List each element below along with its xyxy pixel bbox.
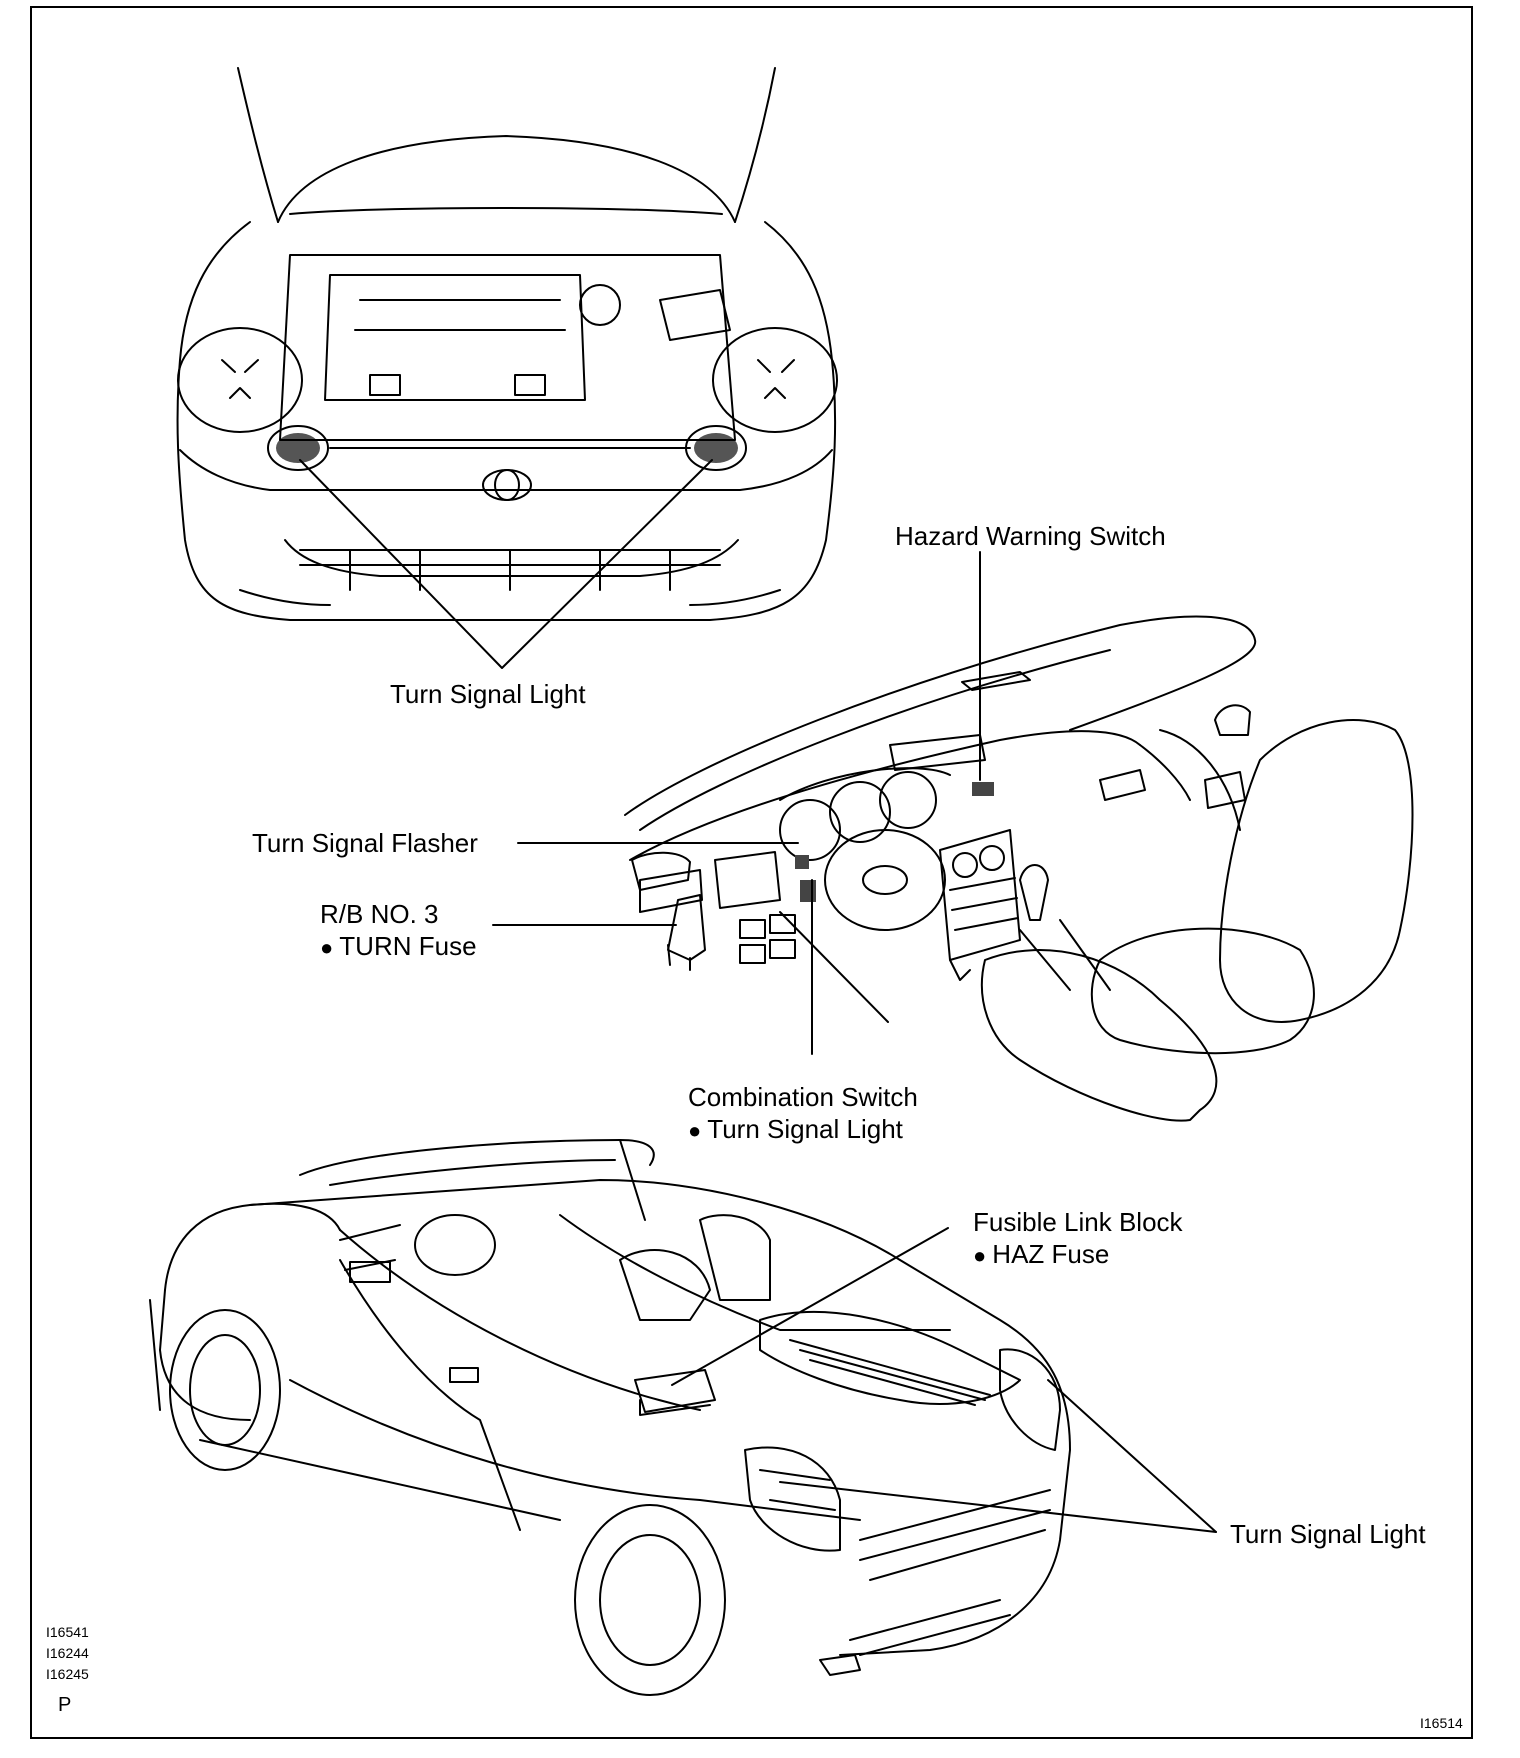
label-fusible-link-group: Fusible Link Block ●HAZ Fuse — [973, 1206, 1183, 1272]
figure-code: I16514 — [1420, 1715, 1463, 1731]
leader-rear-turn-signal-right — [1047, 1379, 1217, 1533]
rear-car-illustration — [149, 1139, 1071, 1696]
label-haz-fuse: HAZ Fuse — [992, 1239, 1110, 1269]
label-fusible-link-block: Fusible Link Block — [973, 1207, 1183, 1237]
front-car-illustration — [176, 67, 838, 621]
interior-illustration — [624, 615, 1414, 1122]
label-haz-fuse-line: ●HAZ Fuse — [973, 1238, 1183, 1272]
label-turn-fuse-line: ●TURN Fuse — [320, 930, 477, 964]
label-combination-turn-signal: Turn Signal Light — [707, 1114, 903, 1144]
page-code: P — [58, 1694, 72, 1716]
label-turn-fuse: TURN Fuse — [339, 931, 477, 961]
bullet-icon: ● — [688, 1118, 702, 1143]
label-combination-switch: Combination Switch — [688, 1082, 918, 1112]
label-combination-switch-group: Combination Switch ●Turn Signal Light — [688, 1081, 918, 1147]
reference-code-1: I16541 — [46, 1624, 89, 1640]
label-turn-signal-light-front: Turn Signal Light — [390, 679, 586, 709]
leader-combination-switch-2 — [779, 911, 889, 1023]
bullet-icon: ● — [320, 935, 334, 960]
label-turn-signal-light-rear: Turn Signal Light — [1230, 1519, 1426, 1549]
reference-code-2: I16244 — [46, 1645, 89, 1661]
label-combination-turn-signal-line: ●Turn Signal Light — [688, 1113, 918, 1147]
label-turn-signal-flasher: Turn Signal Flasher — [252, 828, 478, 858]
leader-front-turn-signal — [299, 459, 713, 669]
leader-fusible-link — [671, 1227, 949, 1386]
diagram-frame — [30, 6, 1473, 1739]
label-hazard-warning-switch: Hazard Warning Switch — [895, 521, 1166, 551]
leader-rear-turn-signal-left — [779, 1481, 1217, 1533]
label-rb-no3-group: R/B NO. 3 ●TURN Fuse — [320, 898, 477, 964]
label-rb-no3: R/B NO. 3 — [320, 899, 439, 929]
bullet-icon: ● — [973, 1243, 987, 1268]
reference-code-3: I16245 — [46, 1666, 89, 1682]
